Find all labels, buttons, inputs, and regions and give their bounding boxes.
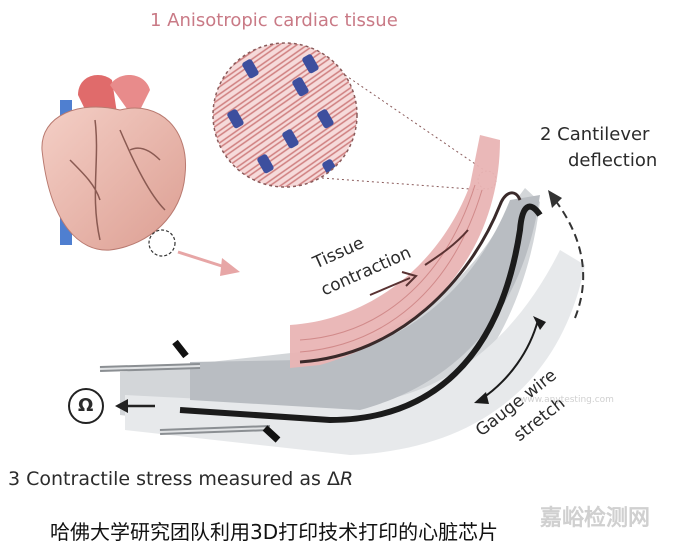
- chinese-caption: 哈佛大学研究团队利用3D打印技术打印的心脏芯片: [50, 520, 499, 544]
- tissue-zoom-circle: [212, 42, 497, 191]
- deflection-arrow: [548, 190, 585, 319]
- heart-illustration: [41, 74, 240, 276]
- gauge-stretch-arrows: [474, 316, 546, 404]
- output-arrow: [115, 399, 155, 413]
- label-contractile-stress: 3 Contractile stress measured as ΔR: [8, 468, 353, 490]
- watermark-url: www.anytesting.com: [520, 395, 614, 405]
- tissue-contraction-arrows: [369, 229, 469, 296]
- ohm-label: Ω: [78, 395, 94, 416]
- label-deflection: deflection: [568, 150, 658, 171]
- label-contractile-stress-var: R: [339, 468, 354, 490]
- label-contractile-stress-text: 3 Contractile stress measured as Δ: [8, 468, 340, 490]
- label-anisotropic-tissue: 1 Anisotropic cardiac tissue: [150, 10, 398, 31]
- cantilever-device: [99, 135, 585, 455]
- watermark-text: 嘉峪检测网: [540, 506, 651, 531]
- ohmmeter-symbol: [68, 388, 104, 424]
- label-cantilever: 2 Cantilever: [540, 124, 650, 145]
